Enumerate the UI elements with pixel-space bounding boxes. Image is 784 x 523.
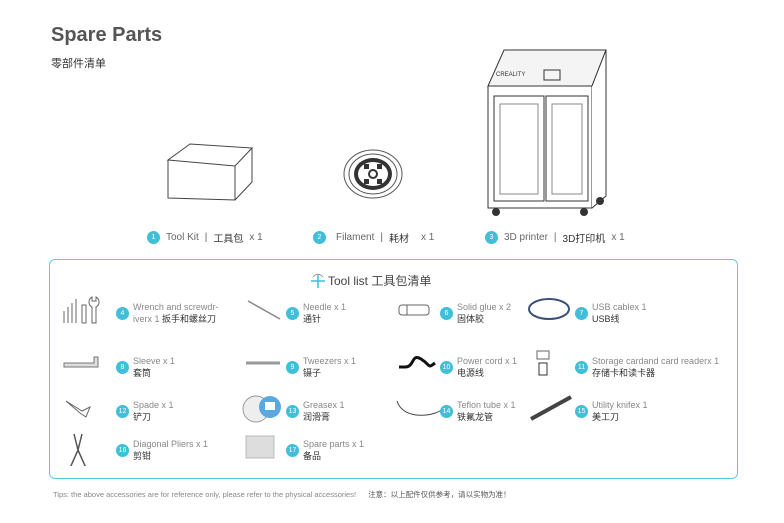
item-label-cn: 工具包 (213, 234, 244, 245)
tool-list-item: 5 Needle x 1 通针 (286, 301, 346, 325)
item-label-cn: 扳手和螺丝刀 (162, 314, 217, 324)
tips-en: Tips: the above accessories are for refe… (53, 490, 357, 499)
tool-list-heading: Tool list 工具包清单 (310, 272, 431, 289)
item-label-en: Spade x 1 (133, 400, 174, 410)
item-label-cn: 固体胶 (457, 314, 485, 324)
item-label-cn: 镊子 (303, 368, 322, 378)
utility-knife-icon (527, 391, 579, 432)
item-number-badge: 13 (286, 404, 299, 418)
tool-list-item: 14 Teflon tube x 1 铁氟龙管 (440, 399, 516, 423)
page-title: Spare Parts (51, 24, 163, 46)
item-number-badge: 11 (575, 360, 588, 374)
item-number-badge: 4 (116, 306, 129, 320)
item-qty: x 1 (420, 232, 435, 243)
tips-note: Tips: the above accessories are for refe… (53, 489, 511, 500)
tool-list-item: 13 Greasex 1 润滑膏 (286, 399, 345, 423)
item-label-cn: 3D打印机 (562, 234, 606, 245)
item-number-badge: 16 (116, 443, 129, 457)
tool-list-item: 10 Power cord x 1 电源线 (440, 355, 517, 379)
tool-list-item: 4 Wrench and screwdr- iverx 1 扳手和螺丝刀 (116, 301, 218, 325)
item-label-cn: 润滑膏 (303, 412, 331, 422)
tips-cn: 注意：以上配件仅供参考，请以实物为准！ (368, 490, 511, 499)
item-number-badge: 14 (440, 404, 453, 418)
item-label-en: Wrench and screwdr- (133, 302, 219, 312)
page-subtitle: 零部件清单 (51, 58, 106, 70)
glue-stick-icon (395, 293, 447, 334)
item-number-badge: 8 (116, 360, 129, 374)
tool-list-item: 7 USB cablex 1 USB线 (575, 301, 647, 325)
item-label-cn: USB线 (592, 314, 620, 324)
crosshair-icon (311, 273, 325, 288)
power-cord-icon (395, 347, 447, 388)
tool-list-item: 9 Tweezers x 1 镊子 (286, 355, 356, 379)
item-label-en: Needle x 1 (303, 302, 347, 312)
item-label-cn: 电源线 (457, 368, 485, 378)
item-label-en: 3D printer (504, 232, 548, 243)
item-number-badge: 7 (575, 306, 588, 320)
needle-icon (240, 293, 292, 334)
tool-list-item: 6 Solid glue x 2 固体胶 (440, 301, 511, 325)
item-label-cn: 存储卡和读卡器 (592, 368, 656, 378)
item-number-badge: 6 (440, 306, 453, 320)
sleeve-icon (60, 347, 112, 388)
printer-brand-logo: CREALITY (496, 72, 525, 78)
pliers-icon (60, 430, 112, 471)
3d-printer-image: CREALITY (487, 49, 607, 216)
item-number-badge: 17 (286, 443, 299, 457)
item-label-en: Greasex 1 (303, 400, 345, 410)
item-label-en: Power cord x 1 (457, 356, 518, 366)
item-label-en: Tweezers x 1 (303, 356, 357, 366)
item-label-en: USB cablex 1 (592, 302, 647, 312)
tool-list-item: 16 Diagonal Pliers x 1 剪钳 (116, 438, 208, 462)
item-label-cn: 美工刀 (592, 412, 620, 422)
item-label-en-cont: iverx 1 (133, 314, 160, 324)
item-number-badge: 15 (575, 404, 588, 418)
item-label-cn: 铁氟龙管 (457, 412, 494, 422)
item-number-badge: 2 (313, 231, 326, 244)
item-label-cn: 备品 (303, 451, 322, 461)
item-label-cn: 耗材 (388, 234, 409, 245)
item-label-en: Teflon tube x 1 (457, 400, 516, 410)
spare-parts-icon (240, 430, 292, 471)
usb-cable-icon (527, 293, 579, 334)
item-label-cn: 剪钳 (133, 451, 152, 461)
item-number-badge: 1 (147, 231, 160, 244)
item-number-badge: 5 (286, 306, 299, 320)
tweezers-icon (240, 347, 292, 388)
item-label-cn: 铲刀 (133, 412, 152, 422)
item-number-badge: 10 (440, 360, 453, 374)
filament-spool-image (343, 149, 403, 199)
item-qty: x 1 (249, 232, 263, 243)
item-label-en: Filament (336, 232, 375, 243)
item-label-en: Solid glue x 2 (457, 302, 512, 312)
item-label-en: Sleeve x 1 (133, 356, 176, 366)
spade-icon (60, 391, 112, 432)
tool-list-item: 17 Spare parts x 1 备品 (286, 438, 364, 462)
grease-icon (240, 391, 292, 432)
tool-list-panel (49, 259, 738, 479)
card-reader-icon (527, 347, 579, 388)
wrench-screwdriver-icon (60, 293, 112, 334)
item-label-en: Utility knifex 1 (592, 400, 648, 410)
item-number-badge: 12 (116, 404, 129, 418)
item-qty: x 1 (611, 232, 625, 243)
tool-list-item: 8 Sleeve x 1 套筒 (116, 355, 175, 379)
item-label-en: Spare parts x 1 (303, 439, 365, 449)
item-label-cn: 通针 (303, 314, 322, 324)
tool-list-title: Tool list 工具包清单 (328, 274, 432, 288)
item-label-en: Storage cardand card readerx 1 (592, 356, 720, 366)
tool-list-item: 12 Spade x 1 铲刀 (116, 399, 174, 423)
item-label-en: Tool Kit (166, 232, 199, 243)
tool-kit-box-image (166, 143, 254, 201)
tool-list-item: 15 Utility knifex 1 美工刀 (575, 399, 648, 423)
item-label-en: Diagonal Pliers x 1 (133, 439, 209, 449)
item-number-badge: 3 (485, 231, 498, 244)
item-number-badge: 9 (286, 360, 299, 374)
item-label-cn: 套筒 (133, 368, 152, 378)
tool-list-item: 11 Storage cardand card readerx 1 存储卡和读卡器 (575, 355, 719, 379)
